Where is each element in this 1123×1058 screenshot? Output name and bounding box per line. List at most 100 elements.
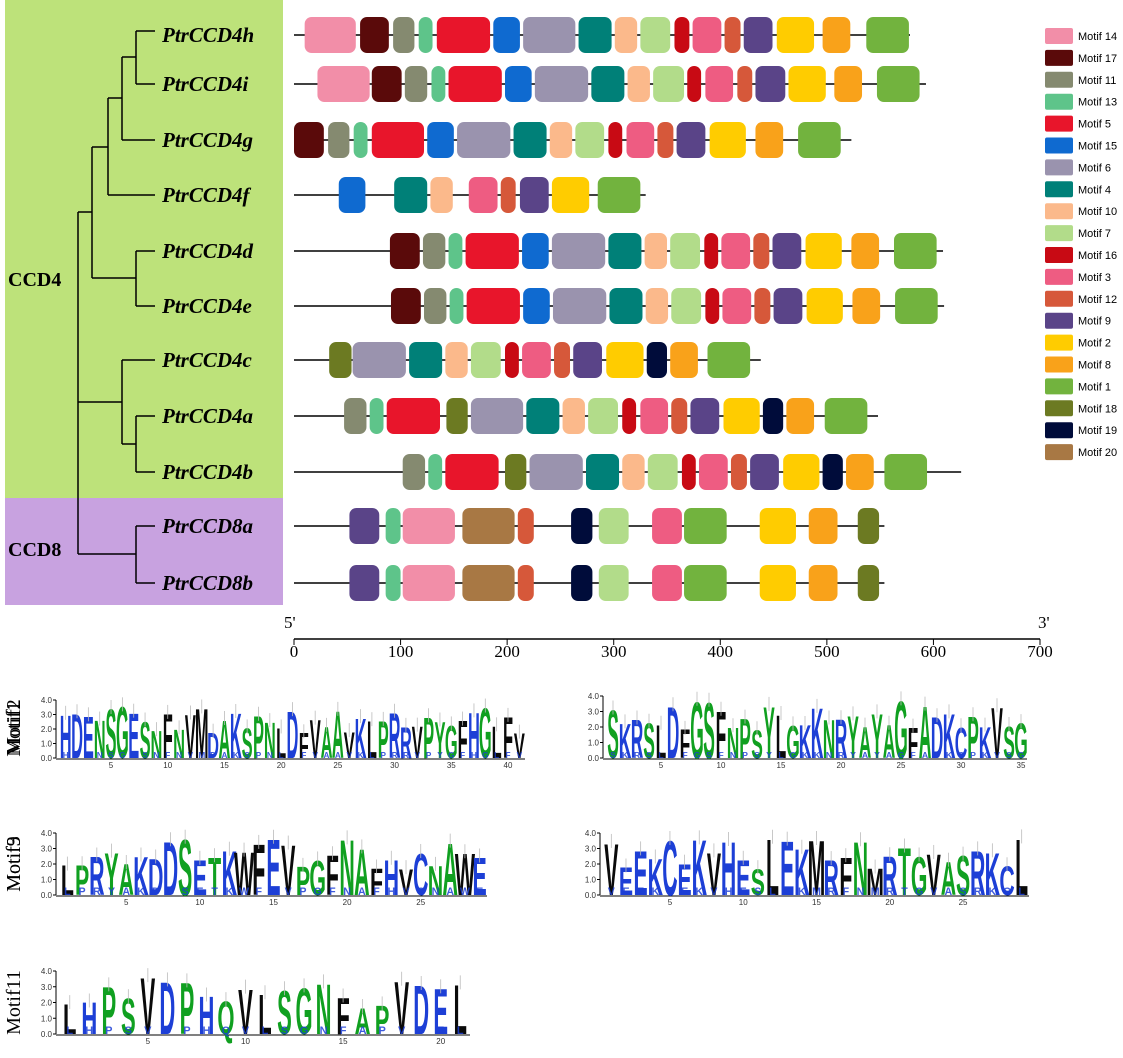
motif-box-motif-10 [644, 233, 667, 269]
logo-letter: L [1015, 824, 1028, 913]
logo-letter: A [354, 837, 369, 910]
motif-box-motif-12 [737, 66, 753, 102]
logo-letter: A [941, 852, 956, 905]
logo-letter: H [721, 826, 736, 912]
motif-box-motif-12 [554, 342, 571, 378]
logo-letter: S [751, 863, 765, 904]
gene-label-ptrccd4f: PtrCCD4f [161, 183, 252, 207]
logo-letter-minor: F [505, 751, 510, 760]
logo-letter: C [662, 825, 677, 912]
logo-letter: F [252, 831, 265, 911]
motif-box-motif-11 [393, 17, 415, 53]
motif-box-motif-6 [552, 288, 607, 324]
logo-letter: F [299, 726, 309, 766]
logo-letter-minor: L [66, 1025, 73, 1037]
motif-box-motif-16 [674, 17, 690, 53]
logo-letter-minor: K [137, 886, 145, 898]
logo-letter-minor: D [934, 750, 940, 760]
legend-item: Motif 15 [1045, 137, 1117, 154]
logo-letter-minor: Y [874, 750, 880, 760]
logo-letter-minor: L [369, 751, 374, 760]
motif-box-motif-6 [523, 17, 576, 53]
motif-box-motif-6 [352, 342, 406, 378]
logo-letter: L [276, 720, 286, 767]
motif-box-motif-8 [808, 508, 838, 544]
motif-box-motif-2 [606, 342, 644, 378]
motif-box-motif-7 [588, 398, 618, 434]
motif-box-motif-2 [806, 288, 843, 324]
motif-box-motif-2 [551, 177, 590, 213]
logo-letter: N [316, 970, 332, 1050]
motif-box-motif-8 [846, 454, 874, 490]
logo-letter: Y [847, 705, 859, 772]
logo-x-tick-label: 20 [837, 761, 846, 770]
logo-letter: K [794, 837, 809, 910]
logo-letter-minor: H [85, 1025, 93, 1037]
logo-letter: M [808, 825, 826, 912]
motif-box-motif-6 [470, 398, 524, 434]
logo-y-tick-label: 3.0 [41, 983, 53, 992]
motif-box-motif-17 [371, 66, 402, 102]
motif-box-motif-8 [852, 288, 881, 324]
logo-letter-minor: V [188, 751, 194, 760]
motif-box-motif-1 [824, 398, 868, 434]
logo-letter: V [310, 708, 321, 770]
gene-labels: PtrCCD4hPtrCCD4iPtrCCD4gPtrCCD4fPtrCCD4d… [161, 23, 254, 595]
motif-box-motif-13 [385, 565, 401, 601]
logo-letter-minor: K [798, 886, 806, 898]
logo-letter-minor: K [982, 750, 989, 760]
logo-letter: S [242, 720, 253, 767]
logo-letter: N [94, 711, 106, 770]
logo-letter-minor: N [153, 751, 159, 760]
motif-box-motif-7 [640, 17, 671, 53]
motif-box-motif-9 [349, 565, 380, 601]
logo-letter: D [413, 971, 429, 1049]
motif-box-motif-17 [360, 17, 389, 53]
logo-letter-minor: L [64, 886, 71, 898]
logo-letter-minor: A [862, 750, 869, 760]
gene-label-ptrccd8a: PtrCCD8a [161, 514, 253, 538]
legend-label: Motif 7 [1078, 228, 1111, 240]
motif-box-motif-4 [526, 398, 560, 434]
logo-letter-minor: L [778, 750, 784, 760]
logo-y-tick-label: 4.0 [585, 829, 597, 838]
logo-letter: P [180, 969, 195, 1050]
logo-letter: V [344, 726, 355, 767]
legend-swatch [1045, 225, 1073, 242]
logo-letter-minor: E [784, 886, 791, 898]
logo-letter: P [296, 859, 310, 904]
logo-y-tick-label: 2.0 [41, 725, 53, 734]
logo-letter: E [678, 855, 692, 905]
logo-letter: M [195, 695, 209, 773]
logo-x-tick-label: 5 [659, 761, 664, 770]
gene-row-ptrccd4b [294, 454, 962, 490]
logo-letter: P [378, 712, 389, 770]
motif-box-motif-12 [753, 233, 770, 269]
legend-label: Motif 14 [1078, 31, 1117, 43]
motif-box-motif-3 [652, 508, 682, 544]
motif-box-motif-7 [575, 122, 605, 158]
logo-letter: V [238, 976, 253, 1048]
motif-box-motif-12 [724, 17, 741, 53]
logo-x-tick-label: 10 [739, 898, 748, 907]
logo-letter-minor: Q [222, 1025, 231, 1037]
logo-letter: N [428, 858, 443, 905]
logo-y-tick-label: 2.0 [585, 860, 597, 869]
motif-box-motif-6 [457, 122, 511, 158]
logo-letter: L [367, 712, 377, 770]
logo-letter-minor: K [225, 886, 233, 898]
logo-x-tick-label: 20 [885, 898, 894, 907]
logo-letter-minor: V [994, 750, 1000, 760]
gene-label-ptrccd8b: PtrCCD8b [161, 571, 253, 595]
logo-x-tick-label: 40 [504, 761, 513, 770]
logo-letter-minor: K [946, 750, 953, 760]
logo-letter: C [999, 857, 1014, 904]
motif-box-motif-19 [571, 508, 593, 544]
logo-letter-minor: G [915, 886, 923, 898]
axis-tick-label: 300 [601, 642, 627, 661]
motif-box-motif-14 [402, 565, 455, 601]
logo-letter-minor: K [233, 751, 239, 760]
logo-letter: L [63, 996, 76, 1044]
